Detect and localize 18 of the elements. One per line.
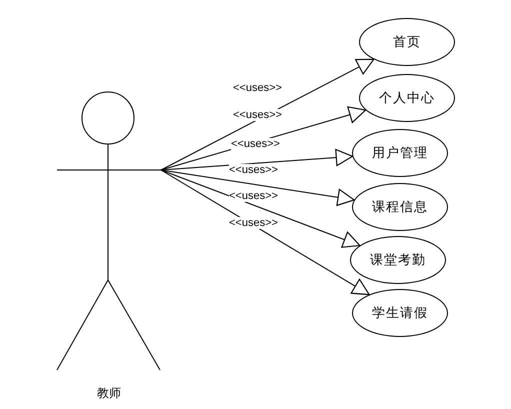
use-case-ellipse: 个人中心 [359, 74, 455, 122]
arrow [160, 170, 370, 296]
arrow [160, 58, 374, 170]
use-case-ellipse: 课堂考勤 [350, 236, 446, 284]
edge-label: <<uses>> [229, 190, 278, 202]
edge-label: <<uses>> [233, 82, 282, 94]
arrow [160, 170, 360, 248]
use-case-ellipse: 用户管理 [352, 129, 448, 177]
arrow [160, 148, 354, 170]
arrow [160, 170, 355, 206]
edge-label: <<uses>> [231, 138, 280, 150]
edge-label: <<uses>> [233, 109, 282, 121]
use-case-ellipse: 课程信息 [352, 183, 448, 231]
edge-label: <<uses>> [229, 217, 278, 229]
use-case-ellipse: 学生请假 [352, 289, 448, 337]
use-case-ellipse: 首页 [359, 18, 455, 66]
actor-name: 教师 [96, 385, 122, 402]
edge-label: <<uses>> [229, 164, 278, 176]
